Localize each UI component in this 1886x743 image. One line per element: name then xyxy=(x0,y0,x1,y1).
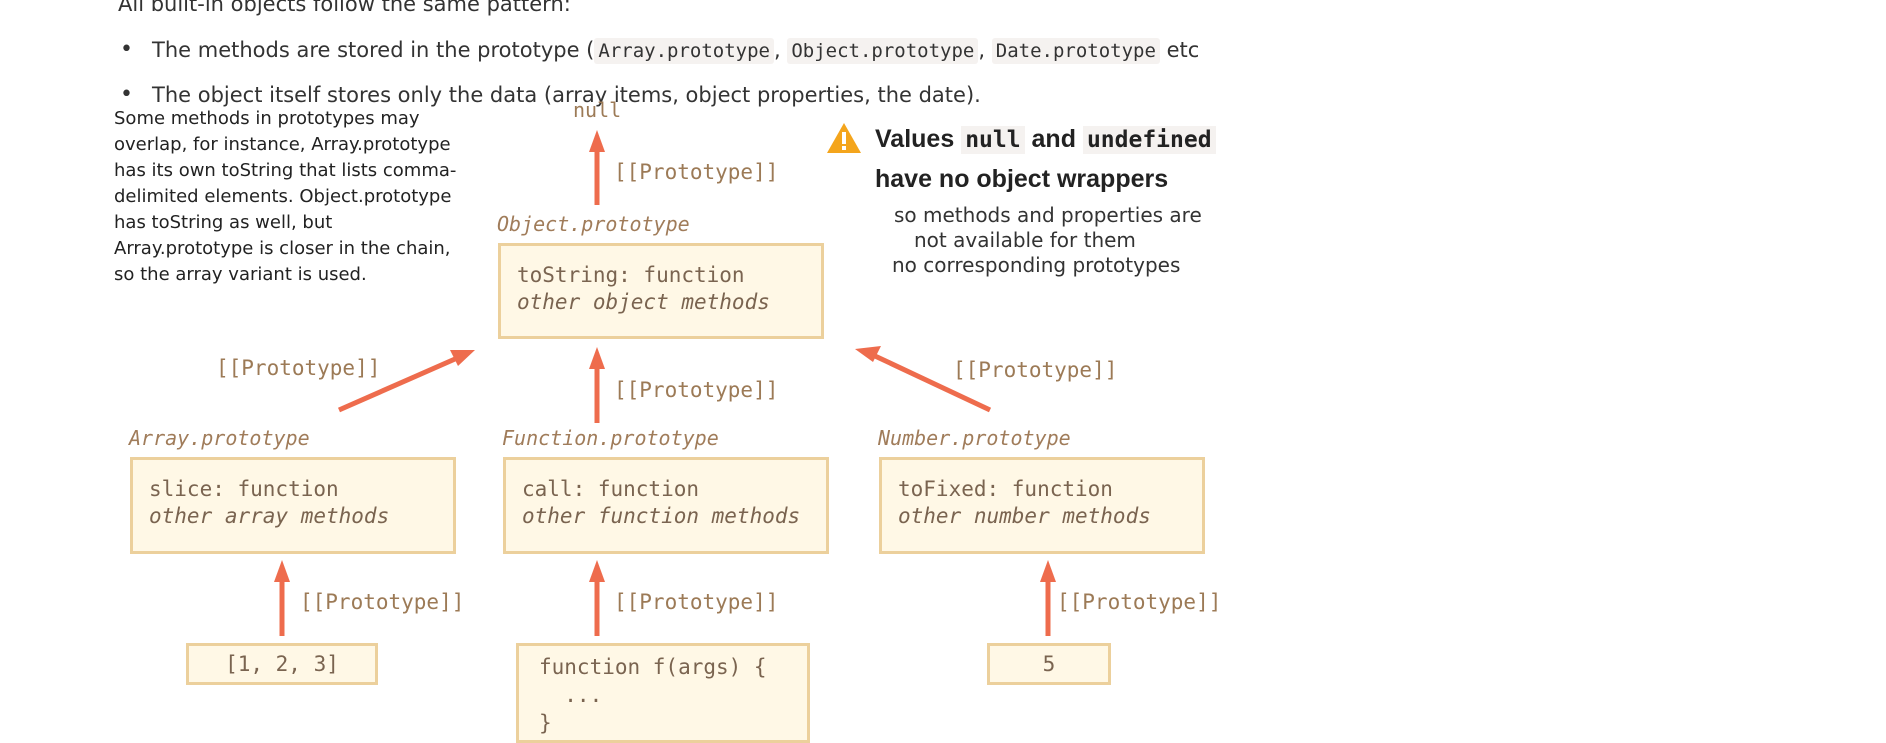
number-prototype-title: Number.prototype xyxy=(878,426,1071,450)
array-prototype-box: slice: function other array methods xyxy=(130,457,456,554)
bullet-methods-text: The methods are stored in the prototype … xyxy=(152,38,595,62)
function-instance-line2: ... xyxy=(539,683,603,707)
array-instance-text: [1, 2, 3] xyxy=(225,652,339,676)
arrow-function-instance xyxy=(589,560,605,636)
function-prototype-line1: call: function xyxy=(522,477,700,501)
number-prototype-line2: other number methods xyxy=(898,504,1151,528)
object-prototype-box: toString: function other object methods xyxy=(498,243,824,339)
warning-sub1: so methods and properties are xyxy=(894,203,1202,227)
arrow-array-instance xyxy=(274,560,290,636)
array-prototype-line2: other array methods xyxy=(149,504,390,528)
number-instance-text: 5 xyxy=(1042,652,1056,676)
function-prototype-title: Function.prototype xyxy=(502,426,719,450)
separator: , xyxy=(978,38,986,62)
bullet-marker: • xyxy=(120,82,133,107)
bullet-methods-etc: etc xyxy=(1166,38,1200,62)
side-note: Some methods in prototypes may overlap, … xyxy=(114,108,457,285)
function-prototype-box: call: function other function methods xyxy=(503,457,829,554)
warning-title-values: Values xyxy=(875,125,955,153)
warning-sub3: no corresponding prototypes xyxy=(892,253,1181,277)
bullet-methods: The methods are stored in the prototype … xyxy=(152,38,1200,64)
proto-label-function-object: [[Prototype]] xyxy=(614,378,779,402)
object-prototype-line2: other object methods xyxy=(517,290,770,314)
arrow-function-to-object xyxy=(589,347,605,423)
code-array-prototype: Array.prototype xyxy=(594,38,774,64)
array-instance-box: [1, 2, 3] xyxy=(186,643,378,685)
warning-title-and: and xyxy=(1031,125,1076,153)
function-instance-box: function f(args) { ... } xyxy=(516,643,810,743)
warning-code-undefined: undefined xyxy=(1082,126,1216,154)
function-instance-line3: } xyxy=(539,711,552,735)
warning-icon xyxy=(827,123,861,153)
arrow-object-to-null xyxy=(589,130,605,205)
arrow-array-to-object xyxy=(337,350,475,413)
separator: , xyxy=(773,38,781,62)
proto-label-array-object: [[Prototype]] xyxy=(216,356,381,380)
function-instance-line1: function f(args) { xyxy=(539,655,767,679)
object-prototype-title: Object.prototype xyxy=(497,212,690,236)
bullet-data: The object itself stores only the data (… xyxy=(152,83,981,107)
warning-title-line1: Values null and undefined xyxy=(875,125,1216,154)
proto-label-number-object: [[Prototype]] xyxy=(953,358,1118,382)
number-instance-box: 5 xyxy=(987,643,1111,685)
bullet-marker: • xyxy=(120,37,133,62)
intro-text: All built-in objects follow the same pat… xyxy=(118,0,571,16)
array-prototype-title: Array.prototype xyxy=(129,426,310,450)
proto-label-object-null: [[Prototype]] xyxy=(614,160,779,184)
warning-code-null: null xyxy=(961,126,1025,154)
code-object-prototype: Object.prototype xyxy=(787,38,979,64)
proto-label-number-instance: [[Prototype]] xyxy=(1057,590,1222,614)
array-prototype-line1: slice: function xyxy=(149,477,339,501)
proto-label-function-instance: [[Prototype]] xyxy=(614,590,779,614)
null-label: null xyxy=(573,98,622,122)
arrow-number-to-object xyxy=(855,346,992,413)
warning-title-line2: have no object wrappers xyxy=(875,165,1169,193)
number-prototype-line1: toFixed: function xyxy=(898,477,1113,501)
number-prototype-box: toFixed: function other number methods xyxy=(879,457,1205,554)
warning-sub2: not available for them xyxy=(914,228,1136,252)
object-prototype-line1: toString: function xyxy=(517,263,745,287)
arrow-number-instance xyxy=(1040,560,1056,636)
proto-label-array-instance: [[Prototype]] xyxy=(300,590,465,614)
code-date-prototype: Date.prototype xyxy=(991,38,1160,64)
function-prototype-line2: other function methods xyxy=(522,504,801,528)
